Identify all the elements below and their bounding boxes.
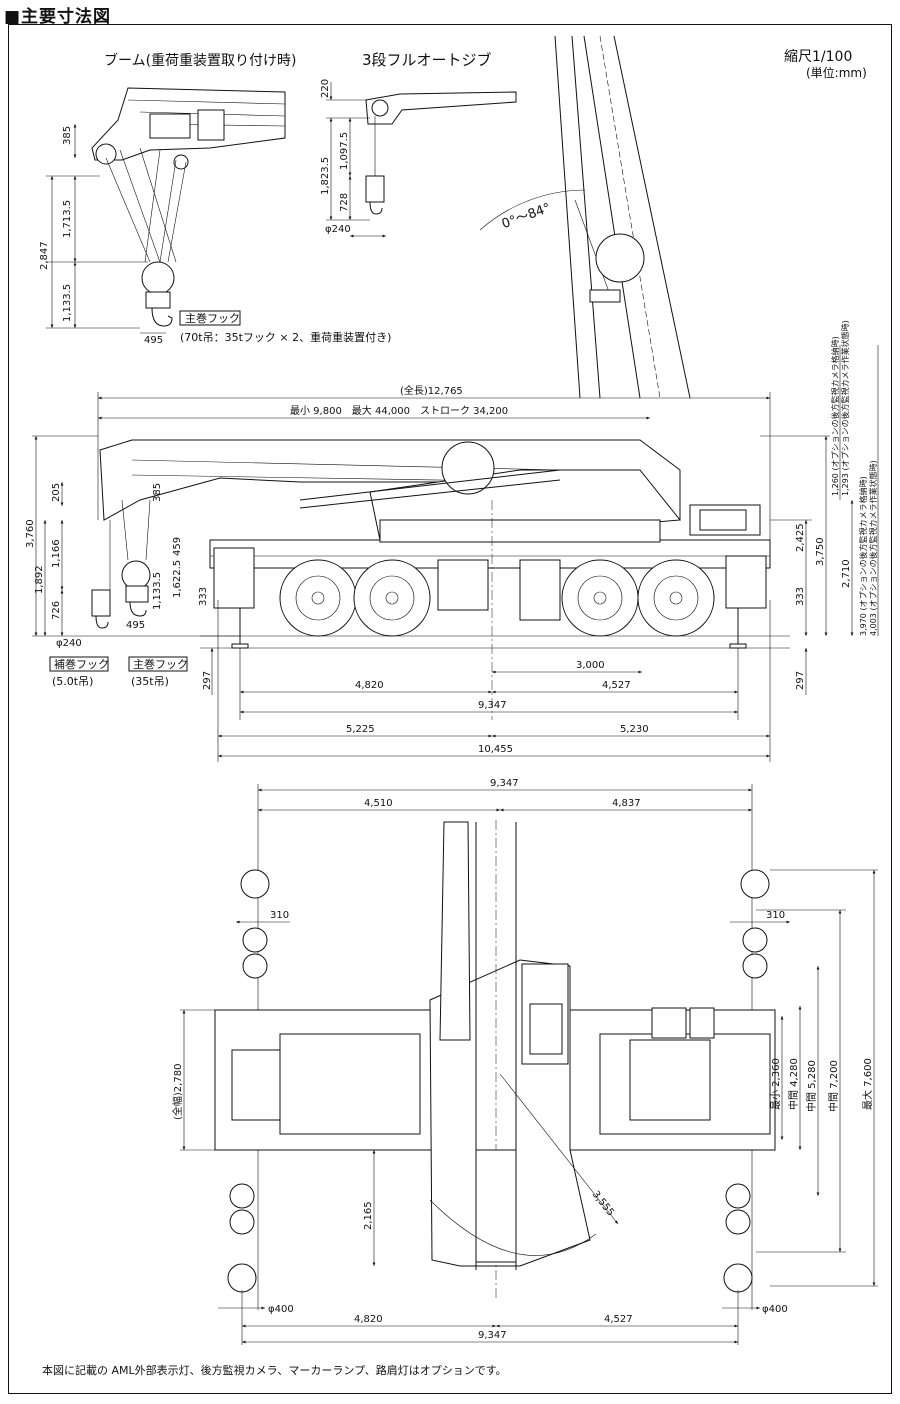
dim-495-upper: 495 <box>144 335 163 346</box>
dim-5225: 5,225 <box>346 724 375 735</box>
jib-title: 3段フルオートジブ <box>362 51 492 69</box>
drawing-frame <box>8 24 892 1394</box>
dim-2710: 2,710 <box>841 559 852 588</box>
jib-detail: 3段フルオートジブ 220 1,823.5 1,097.5 728 φ240 <box>320 51 517 238</box>
dim-1166: 1,166 <box>51 539 62 568</box>
note-1293: 1,293 (オプションの後方監視カメラ作業状態時) <box>840 320 850 496</box>
dim-1892: 1,892 <box>34 565 45 594</box>
main-hook-capacity-side: (35t吊) <box>131 675 169 688</box>
dim-2847: 2,847 <box>39 241 50 270</box>
dim-728: 728 <box>339 193 350 212</box>
dim-width: (全幅)2,780 <box>171 1064 184 1120</box>
dim-phi240-jib: φ240 <box>325 224 351 235</box>
dim-220: 220 <box>320 79 331 98</box>
dim-1133-5-side: 1,133.5 <box>152 572 163 610</box>
dim-5230: 5,230 <box>620 724 649 735</box>
dim-2425: 2,425 <box>795 523 806 552</box>
top-view: 9,347 4,510 4,837 310 310 <box>171 778 878 1345</box>
dim-10455: 10,455 <box>478 744 513 755</box>
dim-3750: 3,750 <box>815 537 826 566</box>
dim-boom-length: 最小 9,800 最大 44,000 ストローク 34,200 <box>290 404 508 417</box>
dim-726: 726 <box>51 601 62 620</box>
main-hook-note: (70t吊：35tフック × 2、重荷重装置付き) <box>180 330 391 344</box>
boom-detail: ブーム(重荷重装置取り付け時) 385 1,713.5 2,847 1,133.… <box>39 52 391 346</box>
jib-raised: 0°～84° <box>479 35 691 399</box>
dim-9347-side: 9,347 <box>478 700 507 711</box>
dim-9347-bottom: 9,347 <box>478 1330 507 1341</box>
dim-phi240-side: φ240 <box>56 638 82 649</box>
jib-hook-block <box>365 175 385 203</box>
scale-label: 縮尺1/100 <box>784 49 852 65</box>
main-hook-label-side: 主巻フック <box>133 658 188 671</box>
dim-3760: 3,760 <box>25 519 36 548</box>
jib-angle-label: 0°～84° <box>500 201 553 232</box>
main-hook-box <box>179 310 241 326</box>
dim-1133-5-upper: 1,133.5 <box>62 284 73 322</box>
dim-4837: 4,837 <box>612 798 641 809</box>
dim-385-side: 385 <box>152 483 163 502</box>
dim-phi400-right: φ400 <box>762 1304 788 1315</box>
unit-label: (単位:mm) <box>806 65 867 80</box>
dim-3555: 3,555 <box>590 1189 616 1218</box>
dim-297-left: 297 <box>202 671 213 690</box>
page-heading: ■主要寸法図 <box>4 7 112 27</box>
dim-phi400-left: φ400 <box>268 1304 294 1315</box>
dim-4510: 4,510 <box>364 798 393 809</box>
aux-hook-label: 補巻フック <box>54 658 109 671</box>
dim-4527-top: 4,527 <box>604 1314 633 1325</box>
dim-333-left: 333 <box>198 587 209 606</box>
aux-hook-block <box>91 589 111 617</box>
dim-4527-side: 4,527 <box>602 680 631 691</box>
dim-310-left: 310 <box>270 910 289 921</box>
dim-385-upper: 385 <box>62 126 73 145</box>
outrigger-mid-7200: 中間 7,200 <box>827 1060 840 1112</box>
dim-1097-5: 1,097.5 <box>339 132 350 170</box>
dim-333-right: 333 <box>795 587 806 606</box>
dim-9347-top: 9,347 <box>490 778 519 789</box>
dim-297-right: 297 <box>795 671 806 690</box>
side-view: (全長)12,765 最小 9,800 最大 44,000 ストローク 34,2… <box>25 320 879 762</box>
dim-4820-top: 4,820 <box>354 1314 383 1325</box>
winch-drum <box>441 441 495 495</box>
dim-1622-5: 1,622.5 <box>172 560 183 598</box>
main-hook-block <box>121 560 151 590</box>
dim-1713-5: 1,713.5 <box>62 200 73 238</box>
main-hook-box-side <box>128 656 188 672</box>
dim-2165: 2,165 <box>363 1201 374 1230</box>
dim-310-right: 310 <box>766 910 785 921</box>
outrigger-mid-4280: 中間 4,280 <box>787 1058 800 1110</box>
outrigger-max: 最大 7,600 <box>861 1058 874 1110</box>
wheels <box>279 559 715 637</box>
note-1260: 1,260 (オプションの後方監視カメラ格納時) <box>830 336 840 496</box>
outrigger-min: 最小 2,360 <box>770 1058 782 1110</box>
footnote: 本図に記載の AML外部表示灯、後方監視カメラ、マーカーランプ、路肩灯はオプショ… <box>42 1363 507 1377</box>
outrigger-mid-5280: 中間 5,280 <box>805 1060 818 1112</box>
note-3970: 3,970 (オプションの後方監視カメラ格納時) <box>858 476 868 636</box>
main-hook-box-label: 主巻フック <box>185 312 240 325</box>
dim-overall-length: (全長)12,765 <box>400 384 463 397</box>
dim-495-side: 495 <box>126 620 145 631</box>
dim-205: 205 <box>51 483 62 502</box>
note-4003: 4,003 (オプションの後方監視カメラ作業状態時) <box>868 460 878 636</box>
dim-1823-5: 1,823.5 <box>320 157 331 195</box>
dim-459: 459 <box>172 537 183 556</box>
dim-3000: 3,000 <box>576 660 605 671</box>
aux-hook-capacity: (5.0t吊) <box>52 675 93 688</box>
dim-4820-side: 4,820 <box>355 680 384 691</box>
outrigger-floats <box>227 869 770 1293</box>
aux-hook-box <box>49 656 109 672</box>
boom-title: ブーム(重荷重装置取り付け時) <box>104 52 297 69</box>
